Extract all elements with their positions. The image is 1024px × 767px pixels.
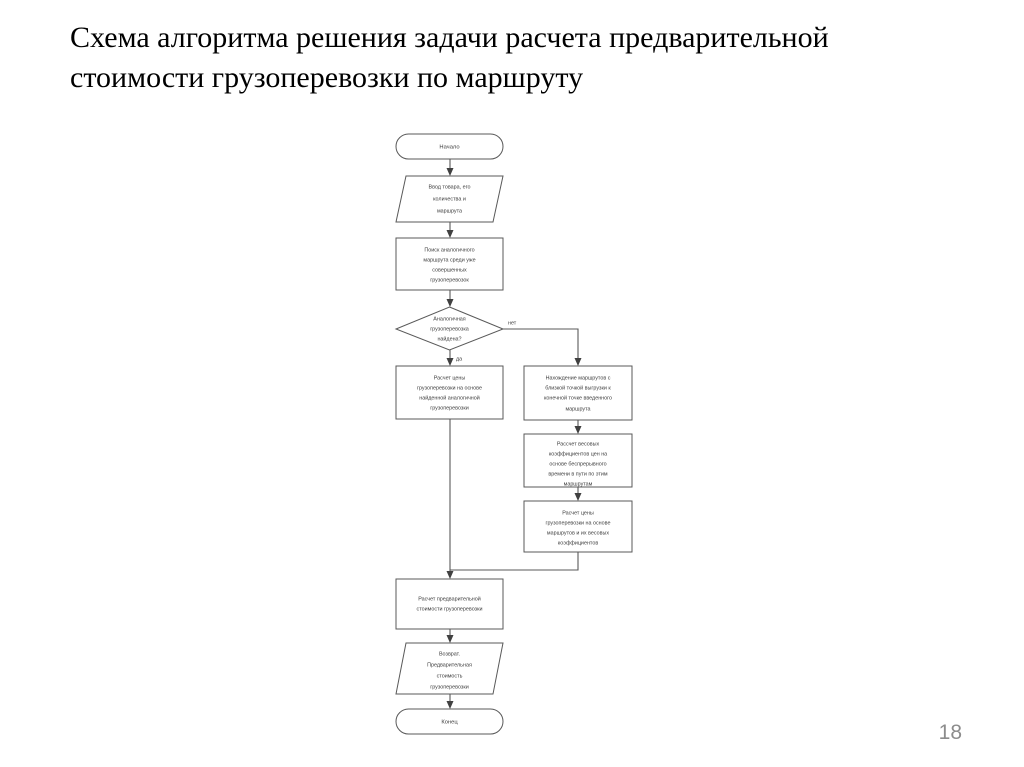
node-label-search-line-4: грузоперевозок [430,277,469,283]
node-start[interactable]: Начало [395,133,504,160]
node-label-weights-line-3: основе беспрерывного [549,461,606,467]
node-label-search-line-2: маршрута среди уже [423,257,475,263]
node-input[interactable]: Ввод товара, его количества и маршрута [395,175,504,223]
flowchart-edges [446,159,582,709]
node-label-find-routes-line-2: близкой точкой выгрузки к [545,384,611,391]
page-title: Схема алгоритма решения задачи расчета п… [70,21,829,94]
node-label-find-routes-line-3: конечной точке введенного [544,394,612,401]
node-label-return-line-1: Возврат. [439,651,460,657]
process-shape-find-routes [523,365,633,421]
node-prelim-cost[interactable]: Расчет предварительной стоимости грузопе… [395,578,504,630]
node-label-price-routes-line-4: коэффициентов [558,540,599,546]
process-shape-prelim-cost [395,578,504,630]
node-label-price-analog-line-2: грузоперевозки на основе [417,385,482,391]
node-label-weights-line-5: маршрутам [564,481,593,487]
decision-shape-found [394,306,505,351]
process-shape-price-analog [395,365,504,420]
node-label-return-line-4: грузоперевозки [430,684,469,690]
node-label-price-analog-line-1: Расчет цены [434,375,466,381]
node-label-search-line-1: Поиск аналогичного [424,247,474,253]
node-label-search-line-3: совершенных [432,267,467,273]
edge-prelim-cost-to-return [446,629,454,643]
edge-label-no: нет [508,320,517,326]
edge-weights-to-price-routes [574,487,582,501]
node-label-weights-line-1: Рассчет весовых [557,441,600,447]
edge-decision-to-find-routes [503,328,582,366]
terminator-shape-end [395,708,504,735]
node-label-decision-line-3: найдена? [437,335,461,342]
node-label-prelim-cost-line-2: стоимости грузоперевозки [417,606,483,612]
data-shape-return [395,642,504,695]
node-end[interactable]: Конец [395,708,504,735]
node-label-price-routes-line-2: грузоперевозки на основе [546,520,611,526]
node-label-weights-line-4: времени в пути по этим [548,471,608,477]
node-label-input-line-2: количества и [433,196,466,202]
edge-find-routes-to-weights [574,420,582,434]
edge-label-yes: да [456,356,462,362]
node-label-return-line-3: стоимость [437,673,463,679]
node-label-input-line-1: Ввод товара, его [429,184,471,190]
node-label-weights-line-2: коэффициентов цен на [549,451,607,457]
node-label-return-line-2: Предварительная [427,662,472,668]
node-label-price-analog-line-4: грузоперевозки [430,405,469,411]
edge-search-to-decision [446,290,454,307]
process-shape-price-routes [523,500,633,553]
node-label-input-line-3: маршрута [437,208,462,214]
edge-price-routes-to-prelim-cost [450,552,579,571]
node-label-prelim-cost-line-1: Расчет предварительной [418,595,481,602]
process-shape-search [395,237,504,291]
node-label-find-routes-line-4: маршрута [565,406,590,412]
data-shape-input [395,175,504,223]
node-label-price-routes-line-3: маршрутов и их весовых [547,530,609,536]
node-search[interactable]: Поиск аналогичного маршрута среди уже со… [395,237,504,291]
node-label-price-analog-line-3: найденной аналогичной [419,394,480,401]
node-decision[interactable]: Аналогичная грузоперевозка найдена? [394,306,505,351]
node-label-end: Конец [441,720,458,726]
edge-return-to-end [446,694,454,709]
page-number: 18 [938,721,962,744]
edge-price-analog-to-prelim-cost [446,419,454,579]
node-weights[interactable]: Рассчет весовых коэффициентов цен на осн… [523,433,633,488]
node-label-find-routes-line-1: Нахождение маршрутов с [546,375,611,381]
edge-decision-to-price-analog [446,350,454,366]
node-label-start: Начало [439,145,459,151]
node-price-analog[interactable]: Расчет цены грузоперевозки на основе най… [395,365,504,420]
process-shape-weights [523,433,633,488]
node-label-price-routes-line-1: Расчет цены [562,510,594,516]
edge-input-to-search [446,222,454,238]
node-return[interactable]: Возврат. Предварительная стоимость грузо… [395,642,504,695]
node-label-decision-line-1: Аналогичная [433,316,466,322]
node-find-routes[interactable]: Нахождение маршрутов с близкой точкой вы… [523,365,633,421]
edge-start-to-input [446,159,454,176]
terminator-shape-start [395,133,504,160]
node-label-decision-line-2: грузоперевозка [430,326,469,332]
node-price-routes[interactable]: Расчет цены грузоперевозки на основе мар… [523,500,633,553]
